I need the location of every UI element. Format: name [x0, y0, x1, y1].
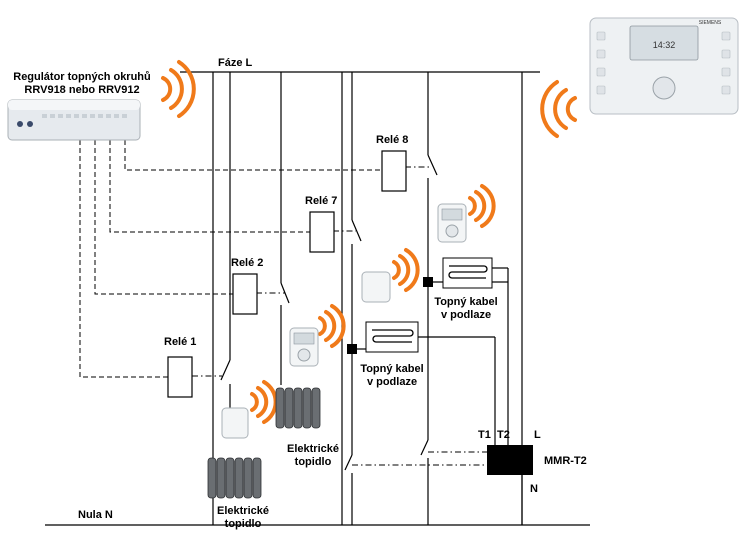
mmr-t2-label: T2	[497, 429, 510, 441]
relay-2-label: Relé 2	[231, 257, 263, 269]
regulator-device: Regulátor topných okruhů RRV918 nebo RRV…	[7, 71, 151, 141]
mmr-t2-module: T1 T2 L MMR-T2 N	[478, 429, 587, 525]
relay-2: Relé 2	[231, 257, 263, 315]
heater-1-label-line1: Elektrické	[217, 505, 269, 517]
room-unit-device: SIEMENS 14:32	[589, 17, 739, 115]
neutral-label: Nula N	[78, 509, 113, 521]
mmr-n-label: N	[530, 483, 538, 495]
relay-8-label: Relé 8	[376, 134, 408, 146]
floor-cable-1-label-line1: Topný kabel	[360, 363, 423, 375]
thermostat-2	[289, 327, 319, 367]
regulator-title-line1: Regulátor topných okruhů	[13, 71, 151, 83]
heater-2-label-line2: topidlo	[295, 456, 332, 468]
heater-1-label-line2: topidlo	[225, 518, 262, 530]
regulator-signal-lines	[79, 140, 382, 378]
floor-cable-1: Topný kabel v podlaze	[347, 321, 424, 388]
room-unit-brand: SIEMENS	[699, 20, 722, 26]
floor-cable-2: Topný kabel v podlaze	[423, 257, 498, 321]
relay-8: Relé 8	[376, 134, 408, 192]
thermostat-4	[437, 203, 467, 243]
radio-wave-icons	[161, 60, 577, 424]
phase-label: Fáze L	[218, 57, 253, 69]
electric-heater-2: Elektrické topidlo	[275, 387, 339, 468]
heater-2-label-line1: Elektrické	[287, 443, 339, 455]
electric-heater-1: Elektrické topidlo	[207, 457, 269, 530]
floor-cable-1-label-line2: v podlaze	[367, 376, 417, 388]
relay-7-label: Relé 7	[305, 195, 337, 207]
mmr-l-label: L	[534, 429, 541, 441]
room-unit-time: 14:32	[653, 40, 676, 50]
floor-cable-2-label-line1: Topný kabel	[434, 296, 497, 308]
thermostat-1	[221, 407, 249, 439]
mmr-t1-label: T1	[478, 429, 491, 441]
regulator-title-line2: RRV918 nebo RRV912	[24, 84, 139, 96]
relay-control-lines	[192, 166, 487, 466]
thermostat-3	[361, 271, 391, 303]
floor-cable-2-label-line2: v podlaze	[441, 309, 491, 321]
relay-1: Relé 1	[164, 336, 196, 398]
relay-1-label: Relé 1	[164, 336, 196, 348]
relay-7: Relé 7	[305, 195, 337, 253]
mmr-name-label: MMR-T2	[544, 455, 587, 467]
